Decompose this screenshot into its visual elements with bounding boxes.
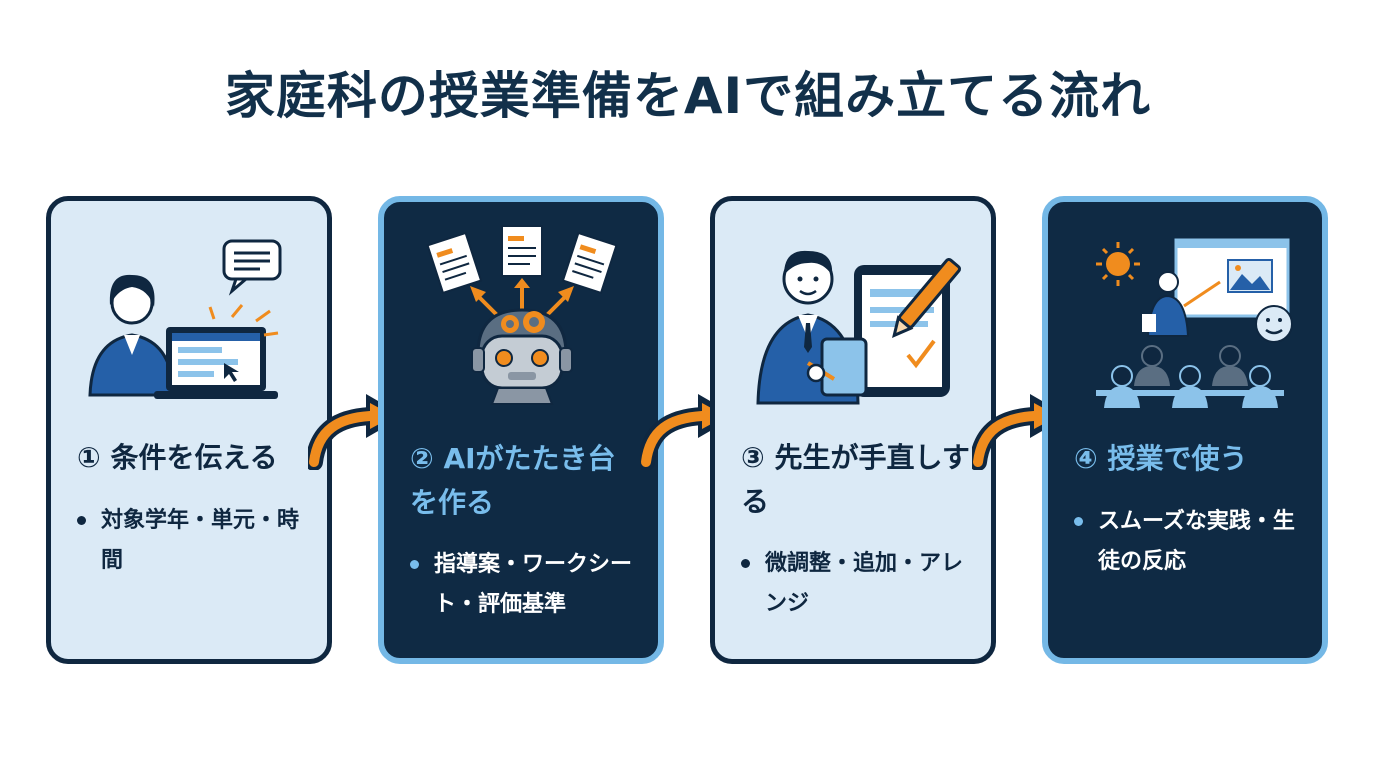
step-bullet-1: 対象学年・単元・時間 <box>77 501 313 581</box>
bullet-dot <box>77 516 86 525</box>
step-bullet-4: スムーズな実践・生徒の反応 <box>1074 502 1308 582</box>
bullet-dot <box>410 560 419 569</box>
step-label-4: ④ 授業で使う <box>1074 442 1248 475</box>
step-card-1: ① 条件を伝える 対象学年・単元・時間 <box>46 196 332 664</box>
step-bullet-text-1: 対象学年・単元・時間 <box>101 508 300 573</box>
step-bullet-text-3: 微調整・追加・アレンジ <box>765 551 964 616</box>
bullet-dot <box>741 559 750 568</box>
step-bullet-text-4: スムーズな実践・生徒の反応 <box>1098 509 1295 574</box>
step-card-2: ② AIがたたき台を作る 指導案・ワークシート・評価基準 <box>378 196 664 664</box>
step-label-1: ① 条件を伝える <box>77 441 278 474</box>
page-title: 家庭科の授業準備をAIで組み立てる流れ <box>224 67 1152 125</box>
step-bullet-2: 指導案・ワークシート・評価基準 <box>410 545 644 625</box>
step-card-3: ③ 先生が手直しする 微調整・追加・アレンジ <box>710 196 996 664</box>
step-label-3: ③ 先生が手直しする <box>741 441 970 518</box>
classroom-lesson-icon <box>1048 224 1322 414</box>
teacher-editing-tablet-icon <box>715 223 991 413</box>
step-card-4: ④ 授業で使う スムーズな実践・生徒の反応 <box>1042 196 1328 664</box>
ai-robot-documents-icon <box>384 224 658 414</box>
bullet-dot <box>1074 517 1083 526</box>
teacher-at-laptop-icon <box>51 223 327 413</box>
step-label-2: ② AIがたたき台を作る <box>410 442 616 519</box>
step-bullet-3: 微調整・追加・アレンジ <box>741 544 977 624</box>
step-bullet-text-2: 指導案・ワークシート・評価基準 <box>434 552 633 617</box>
flow-arrow-2-icon <box>637 390 740 471</box>
